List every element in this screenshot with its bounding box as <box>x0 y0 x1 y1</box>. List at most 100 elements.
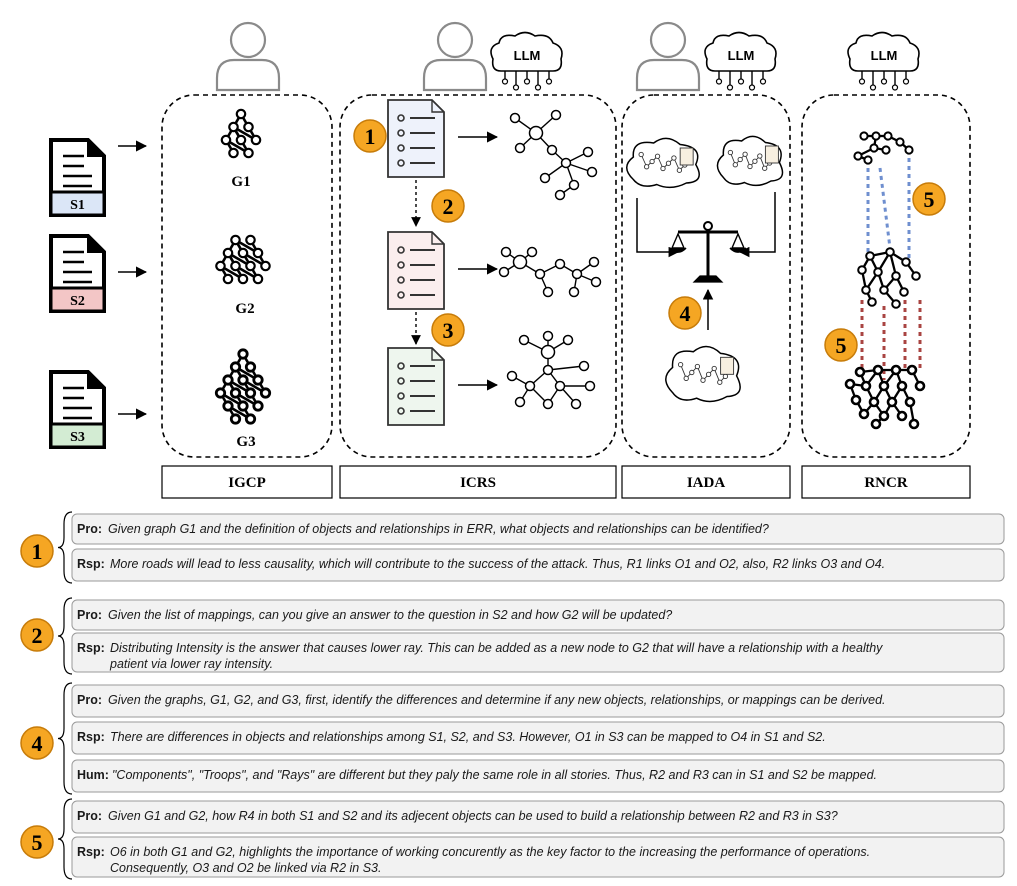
dialog-turn: Pro: Given graph G1 and the definition of… <box>71 513 1005 545</box>
graph-g1 <box>220 108 262 159</box>
rncr-graph-bottom <box>844 364 926 430</box>
badge-number: 5 <box>836 333 847 358</box>
turn-box <box>71 632 1005 673</box>
source-document-1: S1 <box>49 138 148 217</box>
badge-number: 1 <box>365 124 376 149</box>
source-label-box <box>49 422 106 449</box>
balance-scale-icon <box>669 221 747 283</box>
dialog-brace <box>57 798 73 880</box>
source-label: S2 <box>70 294 85 309</box>
turn-box <box>71 548 1005 582</box>
icrs-network-3 <box>506 330 596 410</box>
turn-role: Rsp: <box>77 557 105 571</box>
panel-label-icrs: ICRS <box>339 465 617 499</box>
dialog-badge: 1 <box>20 534 54 568</box>
turn-text: More roads will lead to less causality, … <box>110 557 885 571</box>
turn-text: Given G1 and G2, how R4 in both S1 and S… <box>108 809 838 823</box>
dialog-1: 1 Pro: Given graph G1 and the definition o… <box>20 511 1005 584</box>
badge-number: 2 <box>443 194 454 219</box>
panel-label-iada: IADA <box>621 465 791 499</box>
step-badge-3: 3 <box>431 313 465 347</box>
turn-role: Rsp: <box>77 641 105 655</box>
icrs-network-1 <box>509 109 598 201</box>
dialog-5: 5 Pro: Given G1 and G2, how R4 in both S1 … <box>20 798 1005 880</box>
icrs-document-2 <box>387 231 499 310</box>
rncr-graph-mid <box>857 247 921 309</box>
turn-text: O6 in both G1 and G2, highlights the imp… <box>110 845 870 859</box>
source-label-box <box>49 190 106 217</box>
rncr-graph-top <box>853 131 914 165</box>
source-document-2: S2 <box>49 234 148 313</box>
mapping-line-blue <box>878 167 892 249</box>
turn-text: Given graph G1 and the definition of obj… <box>108 522 769 536</box>
turn-role: Pro: <box>77 608 102 622</box>
graph-g3 <box>214 348 272 425</box>
dialog-badge: 5 <box>20 825 54 859</box>
source-document-3: S3 <box>49 370 148 449</box>
step-badge-2: 2 <box>431 189 465 223</box>
graph-g2 <box>215 234 271 285</box>
llm-icon-iada: LLM <box>704 31 777 91</box>
panel-label-text: RNCR <box>864 475 907 491</box>
turn-text: Consequently, O3 and O2 be linked via R2… <box>110 861 381 875</box>
user-icon-igcp <box>215 21 281 92</box>
turn-role: Pro: <box>77 693 102 707</box>
iada-arrow-right <box>738 192 776 258</box>
iada-cloud-3 <box>665 345 741 403</box>
graph-label-g1: G1 <box>231 174 250 190</box>
turn-text: "Components", "Troops", and "Rays" are d… <box>112 768 877 782</box>
badge-number: 1 <box>32 539 43 564</box>
llm-icon-rncr: LLM <box>847 31 920 91</box>
dialog-4: 4 Pro:Given the graphs, G1, G2, and G3, f… <box>20 682 1005 795</box>
dialog-brace <box>57 682 73 795</box>
turn-role: Pro: <box>77 522 102 536</box>
dialog-turn: Rsp: More roads will lead to less causali… <box>71 548 1005 582</box>
dialog-turn: Pro: Given G1 and G2, how R4 in both S1 a… <box>71 800 1005 834</box>
llm-label: LLM <box>871 48 898 63</box>
icrs-document-3 <box>387 347 499 426</box>
step-badge-5-top: 5 <box>912 182 946 216</box>
dialog-badge: 4 <box>20 726 54 760</box>
graph-label-g3: G3 <box>236 434 255 450</box>
badge-number: 3 <box>443 318 454 343</box>
turn-text: There are differences in objects and rel… <box>110 730 826 744</box>
source-label: S1 <box>70 198 85 213</box>
panel-label-text: IGCP <box>228 475 266 491</box>
dialog-brace <box>57 597 73 675</box>
panel-label-rncr: RNCR <box>801 465 971 499</box>
user-icon-icrs <box>422 21 488 92</box>
panel-label-igcp: IGCP <box>161 465 333 499</box>
panel-iada <box>621 94 791 458</box>
dialog-badge: 2 <box>20 618 54 652</box>
turn-box <box>71 721 1005 755</box>
llm-label: LLM <box>514 48 541 63</box>
user-icon-iada <box>635 21 701 92</box>
llm-icon-icrs: LLM <box>490 31 563 91</box>
turn-text: Distributing Intensity is the answer tha… <box>110 641 883 655</box>
panel-label-text: IADA <box>687 475 726 491</box>
badge-number: 5 <box>924 187 935 212</box>
icrs-network-2 <box>498 246 602 298</box>
turn-box <box>71 759 1005 793</box>
graph-label-g2: G2 <box>235 301 254 317</box>
source-label-box <box>49 286 106 313</box>
icrs-document-1 <box>387 99 499 178</box>
turn-role: Rsp: <box>77 845 105 859</box>
step-badge-5-left: 5 <box>824 328 858 362</box>
turn-box <box>71 836 1005 878</box>
turn-role: Hum: <box>77 768 109 782</box>
dialog-turn: Pro:Given the list of mappings, can you … <box>71 599 1005 631</box>
badge-number: 5 <box>32 830 43 855</box>
badge-number: 4 <box>680 301 691 326</box>
turn-role: Pro: <box>77 809 102 823</box>
source-label: S3 <box>70 430 85 445</box>
dialog-turn: Rsp: Distributing Intensity is the answer… <box>71 632 1005 673</box>
llm-label: LLM <box>728 48 755 63</box>
dialog-2: 2 Pro:Given the list of mappings, can you… <box>20 597 1005 675</box>
iada-arrow-left <box>636 198 680 258</box>
dialog-turn: Pro:Given the graphs, G1, G2, and G3, fi… <box>71 684 1005 718</box>
step-badge-4: 4 <box>668 296 702 330</box>
turn-box <box>71 800 1005 834</box>
panel-rncr <box>801 94 971 458</box>
